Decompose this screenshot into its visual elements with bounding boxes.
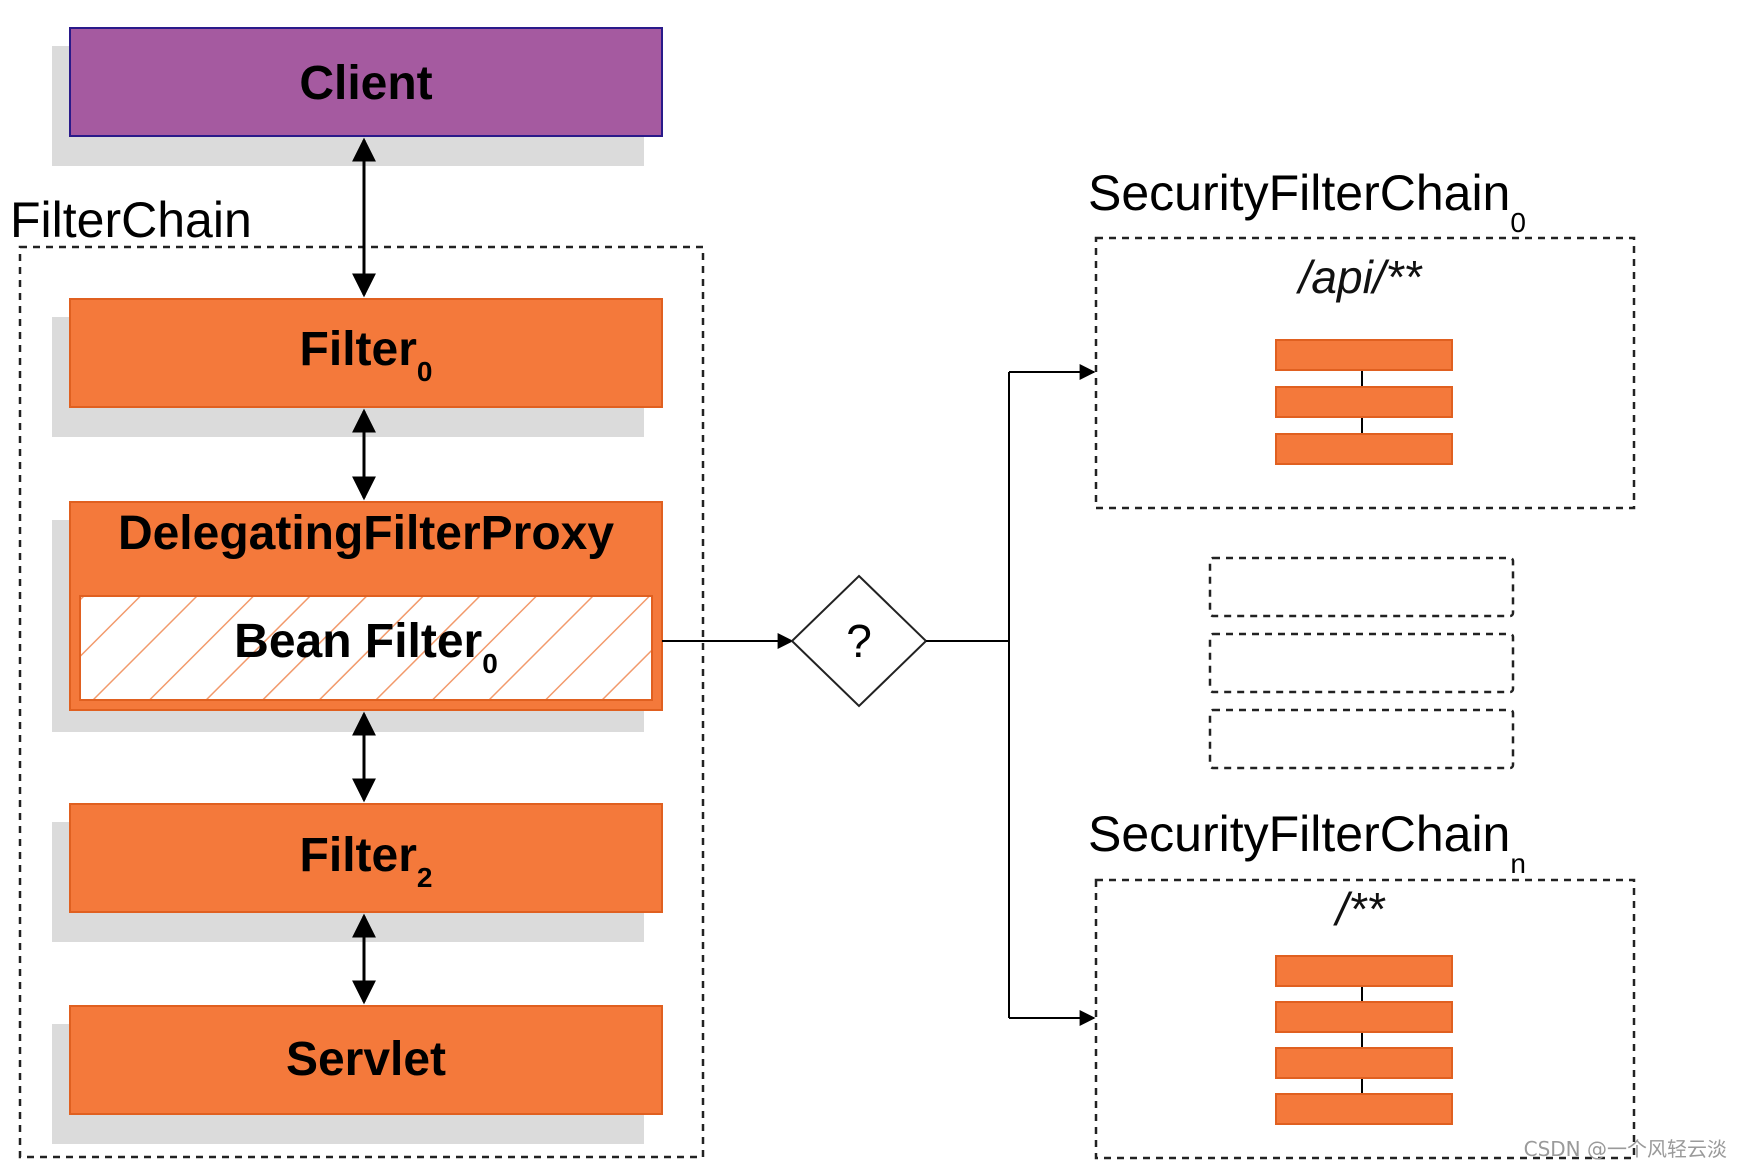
security-filter-chain-n: SecurityFilterChainn /** bbox=[1088, 806, 1636, 1160]
decision-node: ? bbox=[790, 574, 928, 708]
client-node: Client bbox=[52, 27, 663, 166]
bean-filter-0: Bean Filter0 bbox=[79, 595, 653, 701]
servlet-label: Servlet bbox=[286, 1033, 446, 1086]
placeholder-chain bbox=[1208, 632, 1515, 694]
security-filter-chain-0-pattern: /api/** bbox=[1296, 251, 1424, 303]
security-filter-chain-n-pattern: /** bbox=[1333, 883, 1387, 935]
filter-0-node: Filter0 bbox=[52, 298, 663, 437]
bean-filter-0-label: Bean Filter0 bbox=[234, 615, 498, 679]
filter-2-node: Filter2 bbox=[52, 803, 663, 942]
watermark: CSDN @一个风轻云淡 bbox=[1524, 1137, 1727, 1161]
delegating-filter-proxy-node: DelegatingFilterProxy Bean Filter0 bbox=[52, 501, 663, 732]
security-filter-bar bbox=[1275, 433, 1453, 465]
security-filter-chain-0: SecurityFilterChain0 /api/** bbox=[1088, 165, 1636, 510]
filter-2-label: Filter2 bbox=[300, 829, 433, 893]
delegating-filter-proxy-label: DelegatingFilterProxy bbox=[118, 507, 614, 560]
decision-label: ? bbox=[846, 615, 872, 667]
security-filter-bar bbox=[1275, 1001, 1453, 1033]
filter-0-label: Filter0 bbox=[300, 323, 433, 387]
additional-chains-placeholder bbox=[1208, 556, 1515, 770]
security-filter-chain-n-title: SecurityFilterChainn bbox=[1088, 806, 1526, 879]
security-filter-bar bbox=[1275, 386, 1453, 418]
security-filter-bar bbox=[1275, 1047, 1453, 1079]
filter-chain-title: FilterChain bbox=[10, 192, 252, 248]
security-filter-chain-0-title: SecurityFilterChain0 bbox=[1088, 165, 1526, 238]
placeholder-chain bbox=[1208, 708, 1515, 770]
placeholder-chain bbox=[1208, 556, 1515, 618]
servlet-node: Servlet bbox=[52, 1005, 663, 1144]
routing-connector bbox=[926, 372, 1010, 1018]
security-filter-bar bbox=[1275, 1093, 1453, 1125]
security-filter-chain-0-filters bbox=[1275, 339, 1453, 465]
client-label: Client bbox=[299, 57, 432, 110]
security-filter-chain-n-filters bbox=[1275, 955, 1453, 1125]
security-filter-bar bbox=[1275, 339, 1453, 371]
security-filter-bar bbox=[1275, 955, 1453, 987]
